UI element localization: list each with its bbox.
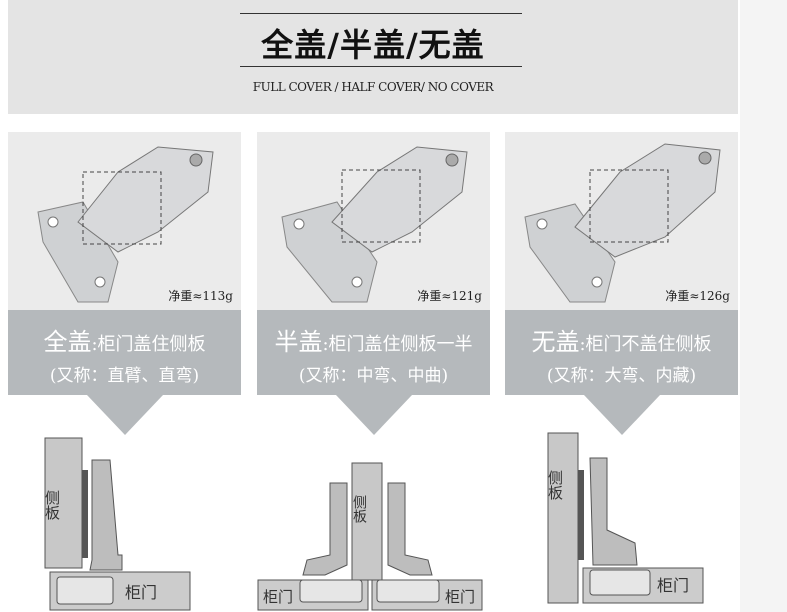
hinge-photo: 净重≈121g — [257, 132, 490, 310]
divider — [240, 13, 522, 14]
net-weight: 净重≈121g — [417, 289, 482, 303]
arrow-down-icon — [583, 395, 660, 435]
page-subtitle: FULL COVER / HALF COVER/ NO COVER — [252, 80, 494, 94]
net-weight: 净重≈126g — [665, 289, 730, 303]
alias-text: (又称：直臂、直弯) — [49, 366, 200, 386]
door-label: 柜门 — [445, 588, 475, 606]
alias-text: (又称：大弯、内藏) — [546, 366, 697, 386]
half-cover-diagram: 侧板 柜门 柜门 — [257, 462, 483, 611]
full-cover-diagram: 侧板 柜门 — [43, 437, 191, 611]
cover-description: :柜门盖住侧板一半 — [322, 334, 473, 355]
right-margin — [740, 0, 787, 612]
cover-description: :柜门不盖住侧板 — [579, 334, 712, 355]
cover-type: 全盖 — [43, 328, 92, 356]
side-panel-label: 侧板 — [43, 490, 61, 520]
side-panel-label: 侧板 — [546, 470, 564, 500]
divider — [240, 66, 522, 67]
hinge-image — [281, 146, 468, 303]
door-label: 柜门 — [657, 576, 689, 595]
hinge-photo: 净重≈126g — [505, 132, 738, 310]
net-weight: 净重≈113g — [168, 289, 233, 303]
hinge-image — [524, 143, 721, 303]
door-label: 柜门 — [125, 583, 157, 602]
cover-description: :柜门盖住侧板 — [91, 334, 206, 355]
side-panel-label: 侧板 — [351, 495, 367, 523]
hinge-image — [37, 146, 214, 303]
page-title: 全盖/半盖/无盖 — [261, 26, 485, 64]
caption-band: 无盖:柜门不盖住侧板 (又称：大弯、内藏) — [505, 310, 738, 395]
cover-type: 无盖 — [531, 328, 580, 356]
cover-type: 半盖 — [274, 328, 323, 356]
door-label: 柜门 — [263, 588, 293, 606]
no-cover-diagram: 侧板 柜门 — [546, 432, 704, 604]
arrow-down-icon — [86, 395, 163, 435]
half-cover-column: 净重≈121g 半盖:柜门盖住侧板一半 (又称：中弯、中曲) — [257, 132, 490, 435]
no-cover-column: 净重≈126g 无盖:柜门不盖住侧板 (又称：大弯、内藏) — [505, 132, 738, 435]
header-banner: 全盖/半盖/无盖 FULL COVER / HALF COVER/ NO COV… — [8, 0, 738, 114]
full-cover-column: 净重≈113g 全盖:柜门盖住侧板 (又称：直臂、直弯) — [8, 132, 241, 435]
arrow-down-icon — [335, 395, 412, 435]
hinge-photo: 净重≈113g — [8, 132, 241, 310]
caption-band: 全盖:柜门盖住侧板 (又称：直臂、直弯) — [8, 310, 241, 395]
caption-band: 半盖:柜门盖住侧板一半 (又称：中弯、中曲) — [257, 310, 490, 395]
alias-text: (又称：中弯、中曲) — [298, 366, 449, 386]
